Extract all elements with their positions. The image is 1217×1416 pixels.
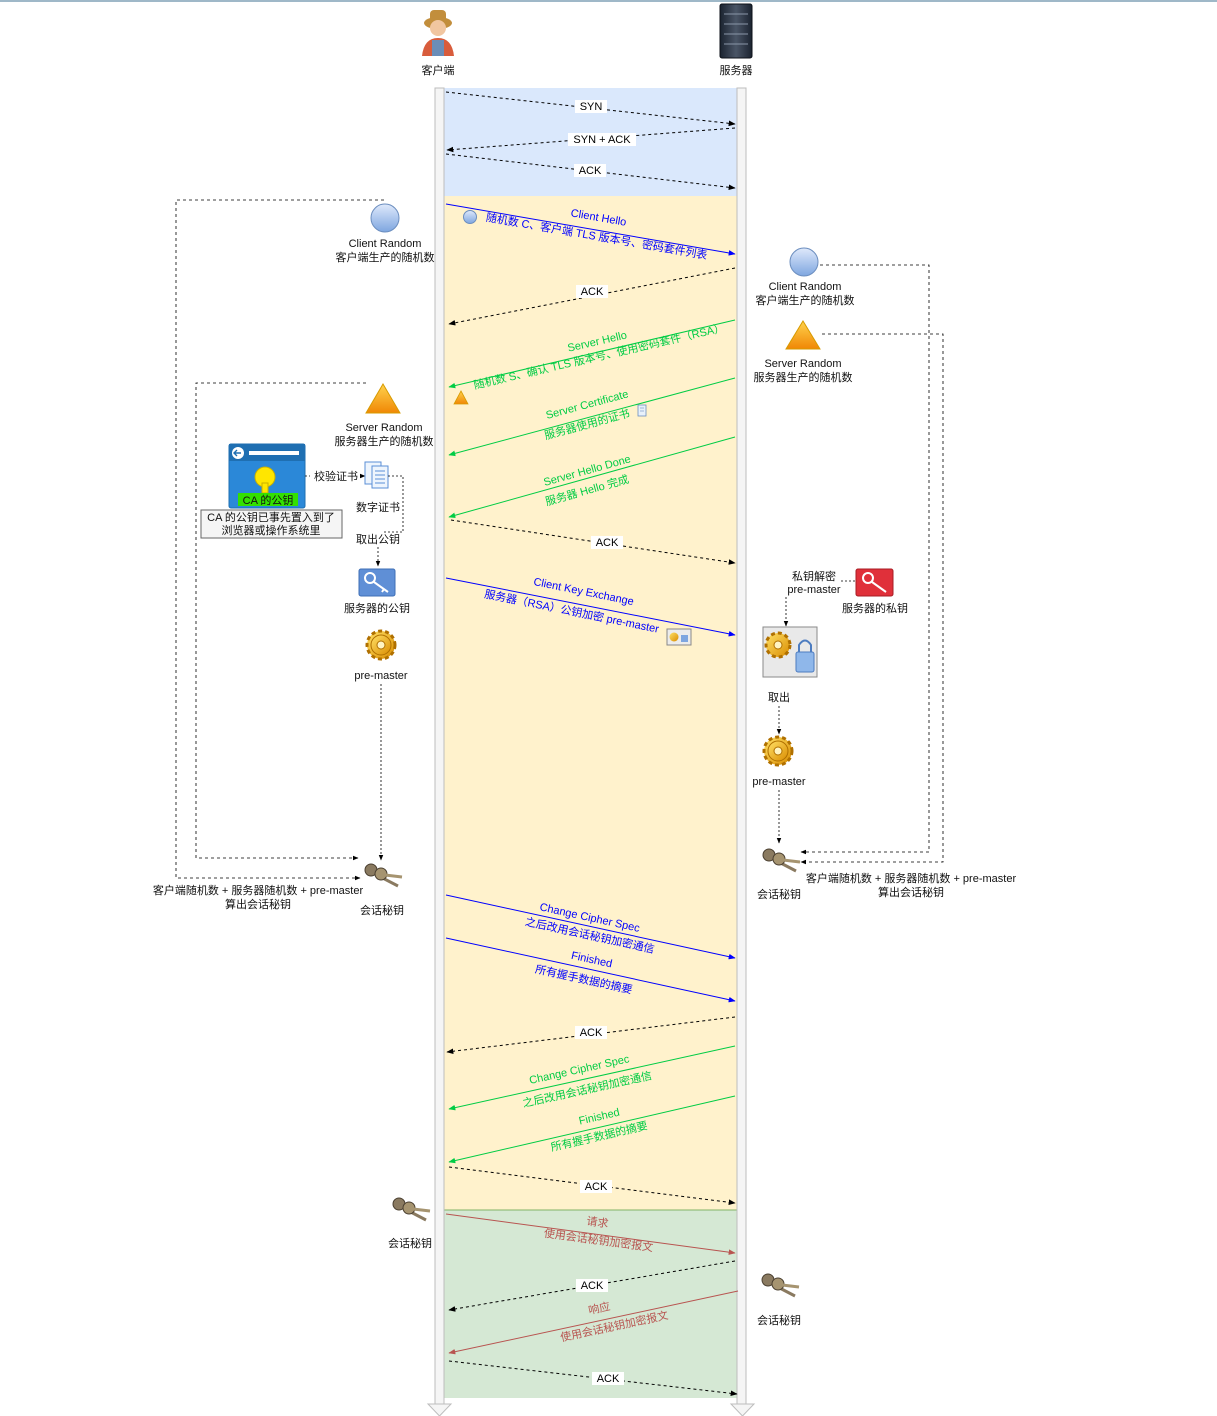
client-side-compute-line2: 算出会话秘钥 bbox=[225, 897, 291, 911]
server-side-server-random-icon bbox=[785, 320, 821, 350]
session-key-bottom-icon bbox=[392, 1197, 431, 1222]
server-side-client-random-connector bbox=[800, 264, 930, 855]
syn-label: SYN bbox=[580, 101, 603, 113]
server-finished-arrow bbox=[448, 1095, 736, 1164]
server-pubkey-label: 服务器的公钥 bbox=[344, 601, 410, 615]
client-finished-arrow bbox=[445, 937, 736, 1003]
client-random-to-session-key-connector bbox=[175, 199, 384, 881]
client-side-pre-master-label: pre-master bbox=[354, 670, 408, 682]
ca-note-box bbox=[200, 509, 343, 539]
client-side-server-random-line1: Server Random bbox=[345, 422, 422, 434]
pre-master-gear-icon bbox=[365, 629, 397, 661]
client-random-small-icon bbox=[463, 210, 477, 224]
client-change-cipher-arrow bbox=[445, 894, 736, 960]
client-actor-label: 客户端 bbox=[422, 63, 455, 77]
server-privkey-icon bbox=[855, 568, 894, 597]
server-hello-arrow bbox=[448, 319, 736, 389]
server-side-client-random-line2: 客户端生产的随机数 bbox=[756, 293, 855, 307]
server-side-pre-master-gear-icon bbox=[762, 735, 794, 767]
tls-phase-background bbox=[444, 196, 740, 1210]
server-side-client-random-line1: Client Random bbox=[769, 281, 842, 293]
server-random-small-icon bbox=[453, 390, 469, 405]
data-ack-2-label: ACK bbox=[597, 1373, 620, 1385]
server-actor-label: 服务器 bbox=[720, 64, 753, 77]
server-random-icon bbox=[365, 383, 401, 414]
server-side-client-random-icon bbox=[789, 247, 819, 277]
server-pubkey-icon bbox=[358, 568, 396, 597]
server-privkey-label: 服务器的私钥 bbox=[842, 601, 908, 615]
server-random-to-session-key-connector bbox=[195, 382, 366, 861]
server-change-cipher-arrow bbox=[448, 1045, 736, 1111]
server-actor-icon bbox=[719, 3, 753, 59]
client-key-exchange-arrow bbox=[445, 577, 736, 637]
certificate-small-icon bbox=[637, 404, 647, 417]
client-lifeline bbox=[426, 87, 453, 1416]
client-side-server-random-line2: 服务器生产的随机数 bbox=[335, 434, 434, 448]
response-arrow bbox=[448, 1290, 739, 1355]
server-hello-done-arrow bbox=[448, 436, 736, 518]
client-random-icon bbox=[370, 203, 400, 233]
request-title: 请求 bbox=[586, 1215, 610, 1231]
request-arrow bbox=[445, 1213, 736, 1255]
server-lifeline bbox=[729, 87, 756, 1416]
client-side-client-random-line1: Client Random bbox=[349, 238, 422, 250]
server-side-session-key-bottom-label: 会话秘钥 bbox=[757, 1313, 801, 1327]
client-side-compute-line1: 客户端随机数 + 服务器随机数 + pre-master bbox=[153, 883, 364, 897]
server-side-server-random-line2: 服务器生产的随机数 bbox=[754, 370, 853, 384]
server-certificate-arrow bbox=[448, 377, 736, 457]
digital-certificate-label: 数字证书 bbox=[356, 500, 400, 514]
tls-ack-1-label: ACK bbox=[581, 286, 604, 298]
response-title: 响应 bbox=[587, 1299, 611, 1317]
server-side-session-key-label: 会话秘钥 bbox=[757, 887, 801, 901]
tls-ack-2-label: ACK bbox=[596, 537, 619, 549]
verify-certificate-label: 校验证书 bbox=[314, 469, 358, 483]
session-key-icon bbox=[364, 863, 403, 888]
ca-note-line1: CA 的公钥已事先置入到了 bbox=[207, 510, 335, 524]
digital-certificate-icon bbox=[364, 461, 389, 489]
encrypted-pre-master-icon bbox=[762, 626, 818, 678]
tls-ack-3-label: ACK bbox=[580, 1027, 603, 1039]
server-side-session-key-icon bbox=[762, 848, 801, 873]
ca-pubkey-label: CA 的公钥 bbox=[243, 493, 294, 507]
extract-pubkey-label: 取出公钥 bbox=[356, 532, 400, 546]
server-side-pre-master-label: pre-master bbox=[752, 776, 806, 788]
tcp-ack-label: ACK bbox=[579, 165, 602, 177]
server-side-extract-label: 取出 bbox=[768, 690, 790, 704]
ca-pubkey-panel-icon bbox=[228, 443, 306, 509]
data-phase-background bbox=[444, 1210, 740, 1398]
server-side-decrypt-line2: pre-master bbox=[787, 584, 841, 596]
tls-ack-4-label: ACK bbox=[585, 1181, 608, 1193]
client-side-session-key-label: 会话秘钥 bbox=[360, 903, 404, 917]
server-side-server-random-connector bbox=[800, 333, 944, 865]
ca-note-line2: 浏览器或操作系统里 bbox=[222, 523, 321, 537]
client-hello-arrow bbox=[445, 203, 736, 256]
client-side-client-random-line2: 客户端生产的随机数 bbox=[336, 250, 435, 264]
synack-label: SYN + ACK bbox=[573, 134, 631, 146]
encrypted-pre-master-small-icon bbox=[666, 628, 692, 646]
data-ack-1-label: ACK bbox=[581, 1280, 604, 1292]
client-side-session-key-bottom-label: 会话秘钥 bbox=[388, 1236, 432, 1250]
server-side-decrypt-line1: 私钥解密 bbox=[792, 569, 836, 583]
server-side-compute-line1: 客户端随机数 + 服务器随机数 + pre-master bbox=[806, 871, 1017, 885]
server-side-compute-line2: 算出会话秘钥 bbox=[878, 885, 944, 899]
server-side-session-key-bottom-icon bbox=[761, 1273, 800, 1298]
client-actor-icon bbox=[422, 10, 454, 56]
server-side-server-random-line1: Server Random bbox=[764, 358, 841, 370]
